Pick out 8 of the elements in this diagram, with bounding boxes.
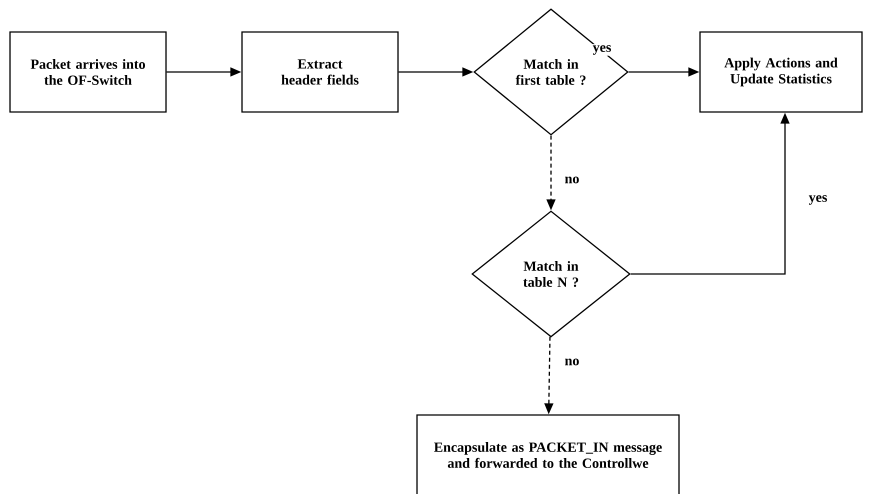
process-box: Packet arrives into the OF-Switch [9, 31, 167, 113]
edge-label: yes [592, 44, 612, 56]
process-box: Encapsulate as PACKET_IN message and forwarded to the Controllwe [416, 414, 680, 494]
edge-label: yes [808, 194, 828, 206]
process-box: Extract header fields [241, 31, 399, 113]
edge-label: no [564, 358, 580, 366]
edge-label: no [564, 176, 580, 184]
process-box: Apply Actions and Update Statistics [699, 31, 863, 113]
